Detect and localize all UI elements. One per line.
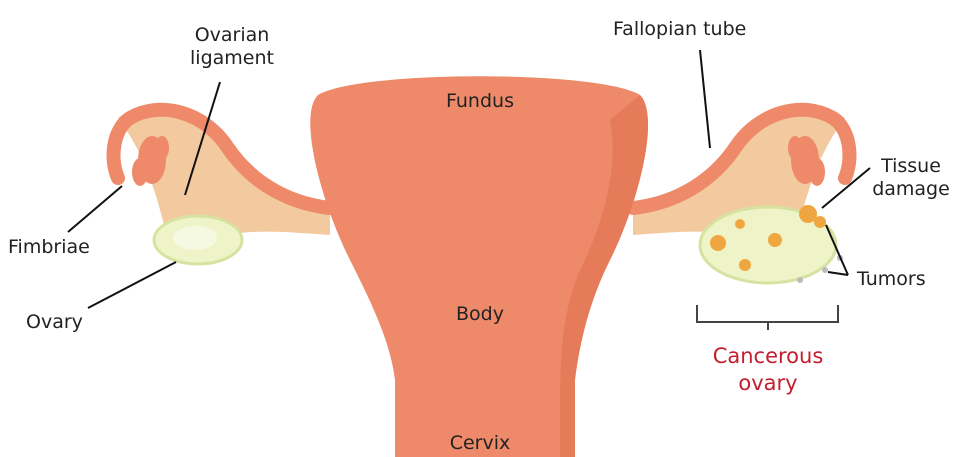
tissue-damage-label-line2: damage [866, 178, 956, 201]
cancerous-ovary-bracket [697, 305, 838, 330]
ovarian-ligament-label: Ovarian ligament [172, 24, 292, 70]
cancerous-ovary-label: Cancerous ovary [688, 343, 848, 397]
left-ovary-highlight [173, 226, 217, 250]
body-label: Body [410, 303, 550, 326]
cancerous-ovary-label-line2: ovary [688, 370, 848, 397]
ovarian-ligament-label-line1: Ovarian [172, 24, 292, 47]
fimbriae-label: Fimbriae [8, 236, 90, 259]
ovarian-ligament-label-line2: ligament [172, 47, 292, 70]
cancerous-ovary-label-line1: Cancerous [688, 343, 848, 370]
tissue-damage-label-line1: Tissue [866, 155, 956, 178]
tissue-damage-label: Tissue damage [866, 155, 956, 201]
fallopian-tube-label: Fallopian tube [613, 18, 746, 41]
tumors-label: Tumors [857, 268, 926, 291]
ovary-label: Ovary [26, 311, 83, 334]
fundus-label: Fundus [410, 90, 550, 113]
cervix-label: Cervix [410, 432, 550, 455]
